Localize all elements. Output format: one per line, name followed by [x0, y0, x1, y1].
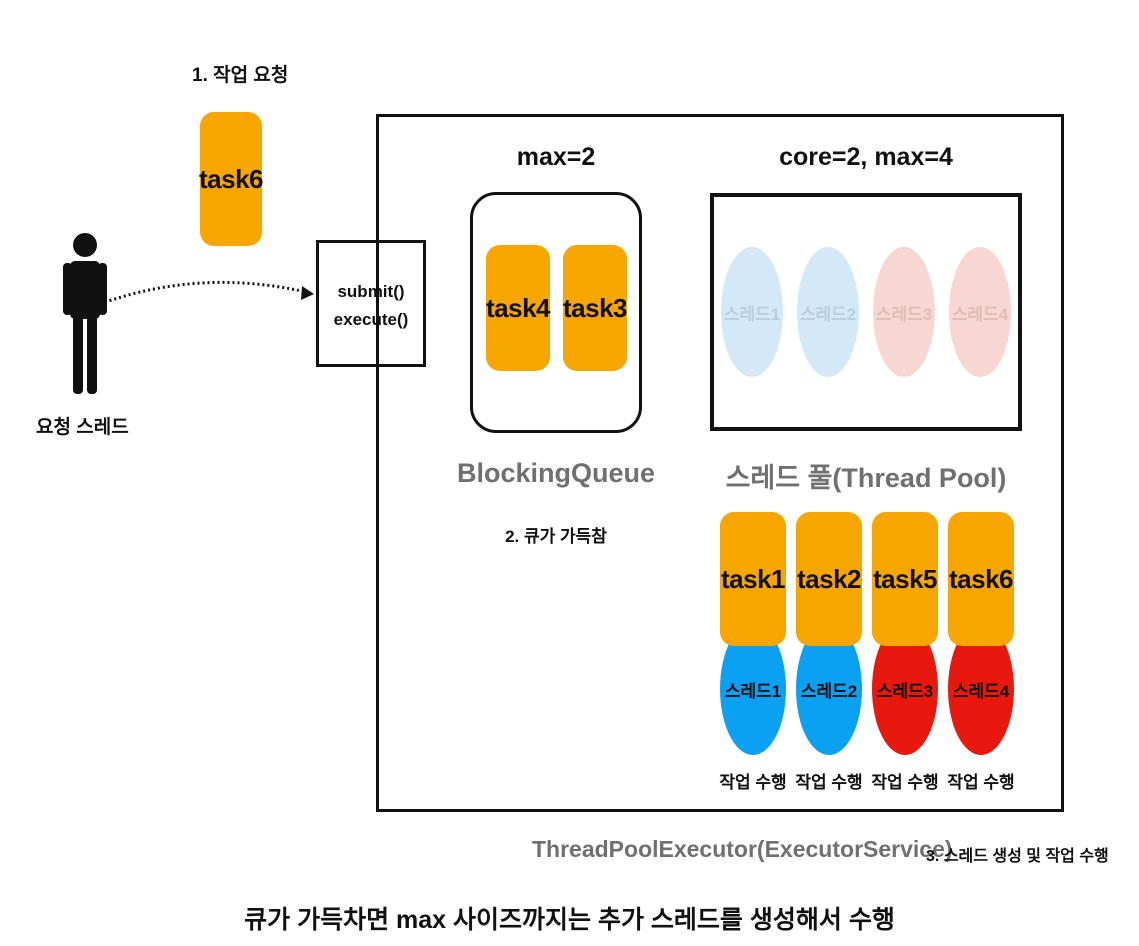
queue-task-2: task3 — [563, 245, 628, 371]
worker-task-2: task2 — [796, 512, 862, 646]
worker-task-3: task5 — [872, 512, 938, 646]
person-icon — [63, 233, 107, 394]
pool-size-label: core=2, max=4 — [779, 143, 953, 171]
idle-thread-4: 스레드4 — [949, 247, 1011, 377]
submit-method: submit() — [337, 282, 405, 301]
queue-name: BlockingQueue — [456, 458, 656, 488]
worker-status-3: 작업 수행 — [871, 773, 939, 792]
queue-task-1: task4 — [486, 245, 551, 371]
request-task-card: task6 — [199, 112, 264, 246]
step1-label: 1. 작업 요청 — [192, 65, 289, 86]
requester-label: 요청 스레드 — [36, 417, 129, 438]
idle-thread-2: 스레드2 — [797, 247, 859, 377]
blocking-queue-box — [470, 192, 642, 433]
api-box — [316, 240, 426, 367]
step2-label: 2. 큐가 가득참 — [505, 527, 607, 546]
executor-box — [376, 114, 1064, 812]
worker-task-1: task1 — [720, 512, 786, 646]
worker-task-4: task6 — [948, 512, 1014, 646]
queue-max-label: max=2 — [516, 143, 596, 171]
pool-name: 스레드 풀(Thread Pool) — [725, 463, 1007, 493]
worker-status-2: 작업 수행 — [795, 773, 863, 792]
worker-status-1: 작업 수행 — [719, 773, 787, 792]
idle-thread-3: 스레드3 — [873, 247, 935, 377]
execute-method: execute() — [333, 310, 409, 329]
step3-label: 3. 스레드 생성 및 작업 수행 — [926, 848, 1109, 865]
worker-status-4: 작업 수행 — [947, 773, 1015, 792]
thread-pool-box — [710, 193, 1022, 431]
idle-thread-1: 스레드1 — [721, 247, 783, 377]
caption: 큐가 가득차면 max 사이즈까지는 추가 스레드를 생성해서 수행 — [244, 906, 895, 934]
executor-label: ThreadPoolExecutor(ExecutorService) — [532, 836, 953, 862]
